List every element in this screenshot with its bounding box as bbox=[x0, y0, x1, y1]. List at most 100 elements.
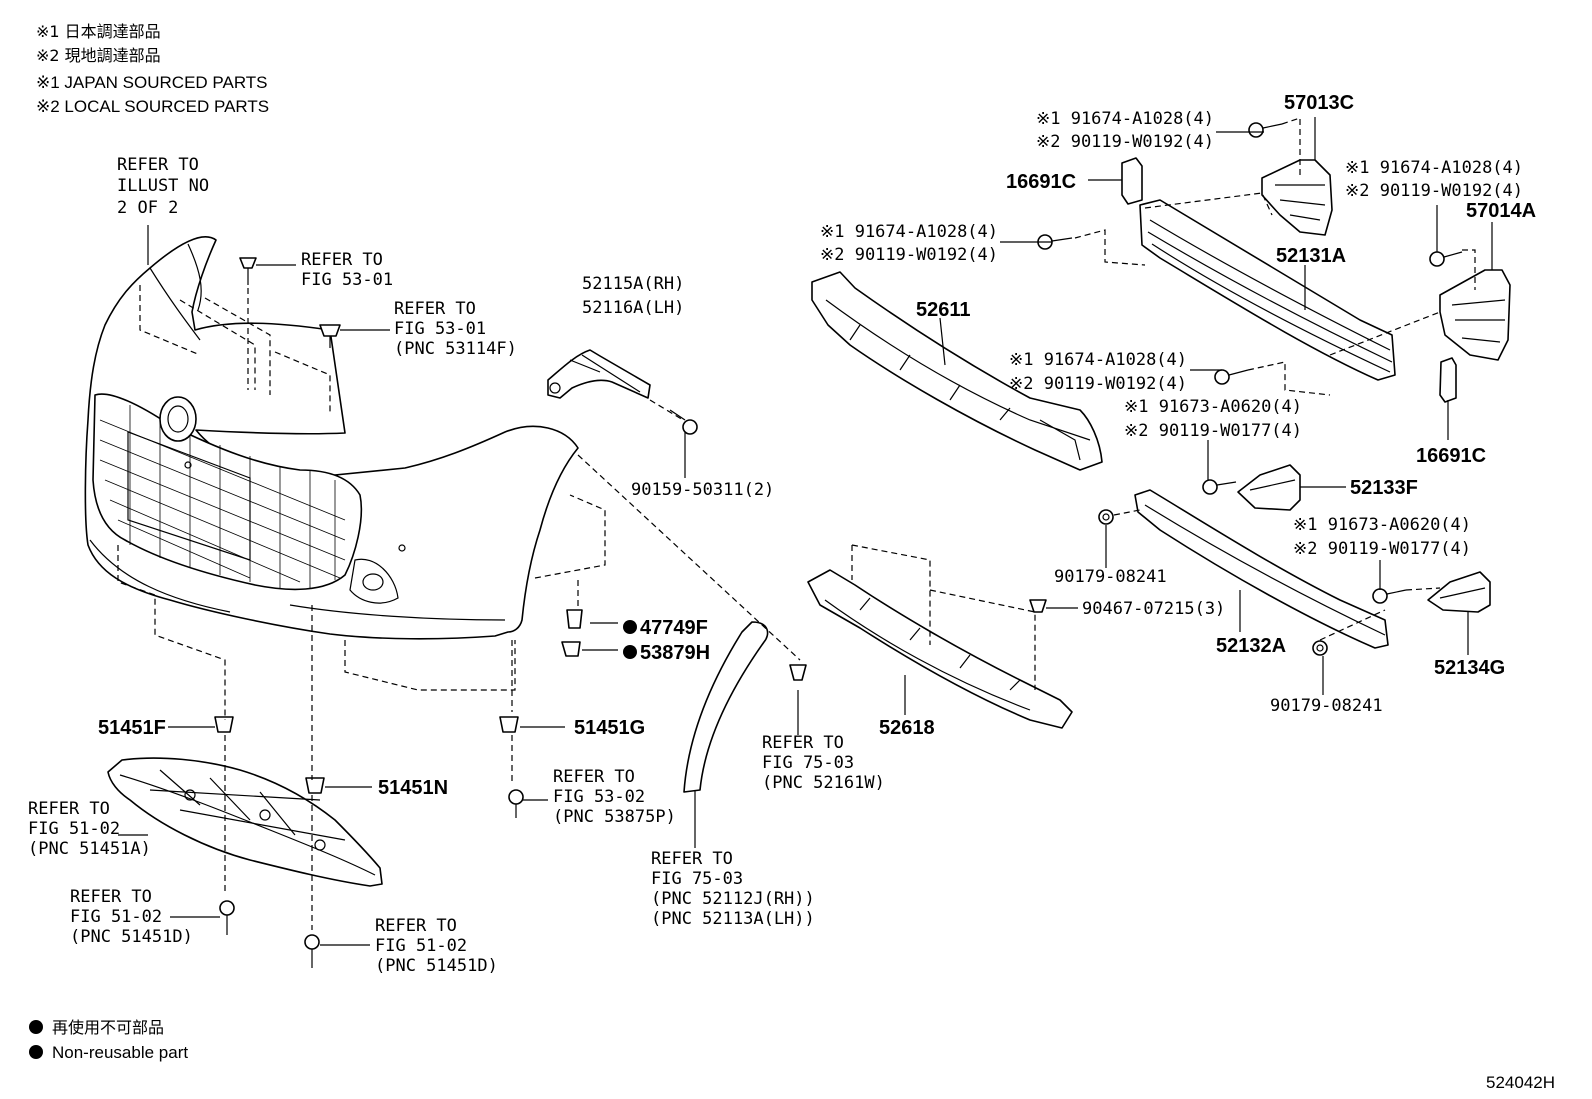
legend-nonreuse-jp: 再使用不可部品 bbox=[52, 1018, 164, 1037]
svg-text:2 OF 2: 2 OF 2 bbox=[117, 198, 178, 218]
svg-text:(PNC 53114F): (PNC 53114F) bbox=[394, 339, 517, 359]
clip-icon bbox=[561, 641, 581, 657]
part-label-16691C-lower: 16691C bbox=[1416, 445, 1486, 467]
leader-lines bbox=[118, 117, 1493, 946]
svg-text:※1 91674-A1028(4): ※1 91674-A1028(4) bbox=[1345, 158, 1523, 178]
svg-text:※2 90119-W0192(4): ※2 90119-W0192(4) bbox=[1345, 181, 1523, 201]
part-label-90179-a: 90179-08241 bbox=[1054, 567, 1167, 587]
svg-text:REFER TO: REFER TO bbox=[651, 849, 733, 869]
nut-icon bbox=[1098, 509, 1114, 525]
support-rh bbox=[1237, 464, 1301, 511]
svg-text:47749F: 47749F bbox=[640, 617, 708, 639]
part-label-51451G: 51451G bbox=[574, 717, 645, 739]
legend-jp1: ※1 日本調達部品 bbox=[36, 22, 161, 41]
alt-source-a1: ※1 91674-A1028(4) ※2 90119-W0192(4) bbox=[1036, 109, 1214, 152]
clip-icon bbox=[305, 777, 325, 794]
part-label-52134G: 52134G bbox=[1434, 657, 1505, 679]
svg-text:REFER TO: REFER TO bbox=[553, 767, 635, 787]
emblem bbox=[159, 396, 197, 442]
non-reusable-47749: 47749F bbox=[623, 617, 708, 639]
bumper-side-bracket bbox=[547, 349, 651, 399]
alt-source-a5: ※1 91673-A0620(4) ※2 90119-W0177(4) bbox=[1124, 397, 1302, 441]
part-label-52131A: 52131A bbox=[1276, 245, 1346, 267]
bumper-reinforcement-upper bbox=[1139, 199, 1396, 381]
energy-absorber-lower bbox=[807, 569, 1073, 729]
svg-text:FIG 53-01: FIG 53-01 bbox=[301, 270, 393, 290]
non-reusable-legend: 再使用不可部品 Non-reusable part bbox=[29, 1018, 188, 1062]
non-reusable-dot-icon bbox=[623, 620, 637, 634]
part-label-51451F: 51451F bbox=[98, 717, 166, 739]
svg-text:(PNC 52113A(LH)): (PNC 52113A(LH)) bbox=[651, 909, 815, 929]
svg-text:(PNC 52161W): (PNC 52161W) bbox=[762, 773, 885, 793]
svg-text:FIG 51-02: FIG 51-02 bbox=[70, 907, 162, 927]
assembly-dashed-lines bbox=[117, 117, 1476, 930]
non-reusable-53879: 53879H bbox=[623, 642, 710, 664]
bolt-icon bbox=[1372, 588, 1407, 604]
svg-text:FIG 53-02: FIG 53-02 bbox=[553, 787, 645, 807]
figure-code: 524042H bbox=[1486, 1073, 1555, 1092]
part-label-90159: 90159-50311(2) bbox=[631, 480, 774, 500]
side-bracket-rh bbox=[1261, 159, 1333, 236]
svg-text:REFER TO: REFER TO bbox=[762, 733, 844, 753]
non-reusable-dot-icon bbox=[29, 1020, 43, 1034]
ref-fig5102a: REFER TO FIG 51-02 (PNC 51451A) bbox=[28, 799, 151, 859]
fender-trim bbox=[683, 621, 769, 793]
svg-text:REFER TO: REFER TO bbox=[301, 250, 383, 270]
svg-text:FIG 75-03: FIG 75-03 bbox=[762, 753, 854, 773]
bolt-icon bbox=[1248, 122, 1283, 138]
part-label-52611: 52611 bbox=[916, 299, 971, 321]
svg-text:※1 91674-A1028(4): ※1 91674-A1028(4) bbox=[1036, 109, 1214, 129]
non-reusable-dot-icon bbox=[623, 645, 637, 659]
svg-text:53879H: 53879H bbox=[640, 642, 710, 664]
svg-text:(PNC 51451A): (PNC 51451A) bbox=[28, 839, 151, 859]
bumper-reinforcement-lower bbox=[1134, 489, 1389, 649]
legend-en1: ※1 JAPAN SOURCED PARTS bbox=[36, 73, 268, 92]
svg-text:(PNC 51451D): (PNC 51451D) bbox=[70, 927, 193, 947]
part-label-51451N: 51451N bbox=[378, 777, 448, 799]
clip-icon bbox=[239, 257, 257, 285]
svg-text:REFER TO: REFER TO bbox=[70, 887, 152, 907]
grille-mesh bbox=[99, 405, 346, 588]
svg-text:※2 90119-W0192(4): ※2 90119-W0192(4) bbox=[1009, 374, 1187, 394]
nut-icon bbox=[1312, 640, 1328, 656]
ref-fig5102b: REFER TO FIG 51-02 (PNC 51451D) bbox=[70, 887, 193, 947]
pad-lower bbox=[1439, 357, 1457, 403]
energy-absorber-upper bbox=[811, 271, 1103, 471]
alt-source-a2: ※1 91674-A1028(4) ※2 90119-W0192(4) bbox=[820, 222, 998, 265]
legend-jp2: ※2 現地調達部品 bbox=[36, 46, 161, 65]
part-label-90179-b: 90179-08241 bbox=[1270, 696, 1383, 716]
clip-icon bbox=[214, 716, 234, 733]
fasteners bbox=[214, 122, 1463, 968]
bolt-icon bbox=[669, 409, 698, 435]
alt-source-a6: ※1 91673-A0620(4) ※2 90119-W0177(4) bbox=[1293, 515, 1471, 559]
part-label-57013C: 57013C bbox=[1284, 92, 1354, 114]
clip-icon bbox=[319, 324, 341, 348]
alt-source-a3: ※1 91674-A1028(4) ※2 90119-W0192(4) bbox=[1345, 158, 1523, 201]
clip-icon bbox=[499, 716, 519, 733]
svg-text:※2 90119-W0192(4): ※2 90119-W0192(4) bbox=[1036, 132, 1214, 152]
svg-text:FIG 51-02: FIG 51-02 bbox=[375, 936, 467, 956]
clip-icon bbox=[566, 609, 583, 629]
ref-fig5302: REFER TO FIG 53-02 (PNC 53875P) bbox=[553, 767, 676, 827]
source-legend: ※1 日本調達部品 ※2 現地調達部品 ※1 JAPAN SOURCED PAR… bbox=[36, 22, 269, 116]
svg-text:※1 91673-A0620(4): ※1 91673-A0620(4) bbox=[1293, 515, 1471, 535]
part-label-52116: 52116A(LH) bbox=[582, 298, 684, 318]
legend-en2: ※2 LOCAL SOURCED PARTS bbox=[36, 97, 269, 116]
svg-text:FIG 75-03: FIG 75-03 bbox=[651, 869, 743, 889]
part-label-52618: 52618 bbox=[879, 717, 935, 739]
part-label-52115: 52115A(RH) bbox=[582, 274, 684, 294]
svg-text:REFER TO: REFER TO bbox=[117, 155, 199, 175]
svg-text:REFER TO: REFER TO bbox=[394, 299, 476, 319]
svg-text:※2 90119-W0177(4): ※2 90119-W0177(4) bbox=[1293, 539, 1471, 559]
svg-text:(PNC 53875P): (PNC 53875P) bbox=[553, 807, 676, 827]
screw-icon bbox=[219, 900, 235, 935]
svg-text:REFER TO: REFER TO bbox=[28, 799, 110, 819]
non-reusable-dot-icon bbox=[29, 1045, 43, 1059]
part-label-57014A: 57014A bbox=[1466, 200, 1536, 222]
bolt-icon bbox=[1202, 479, 1237, 495]
svg-text:FIG 53-01: FIG 53-01 bbox=[394, 319, 486, 339]
legend-nonreuse-en: Non-reusable part bbox=[52, 1043, 188, 1062]
screw-icon bbox=[304, 934, 320, 968]
svg-text:(PNC 52112J(RH)): (PNC 52112J(RH)) bbox=[651, 889, 815, 909]
